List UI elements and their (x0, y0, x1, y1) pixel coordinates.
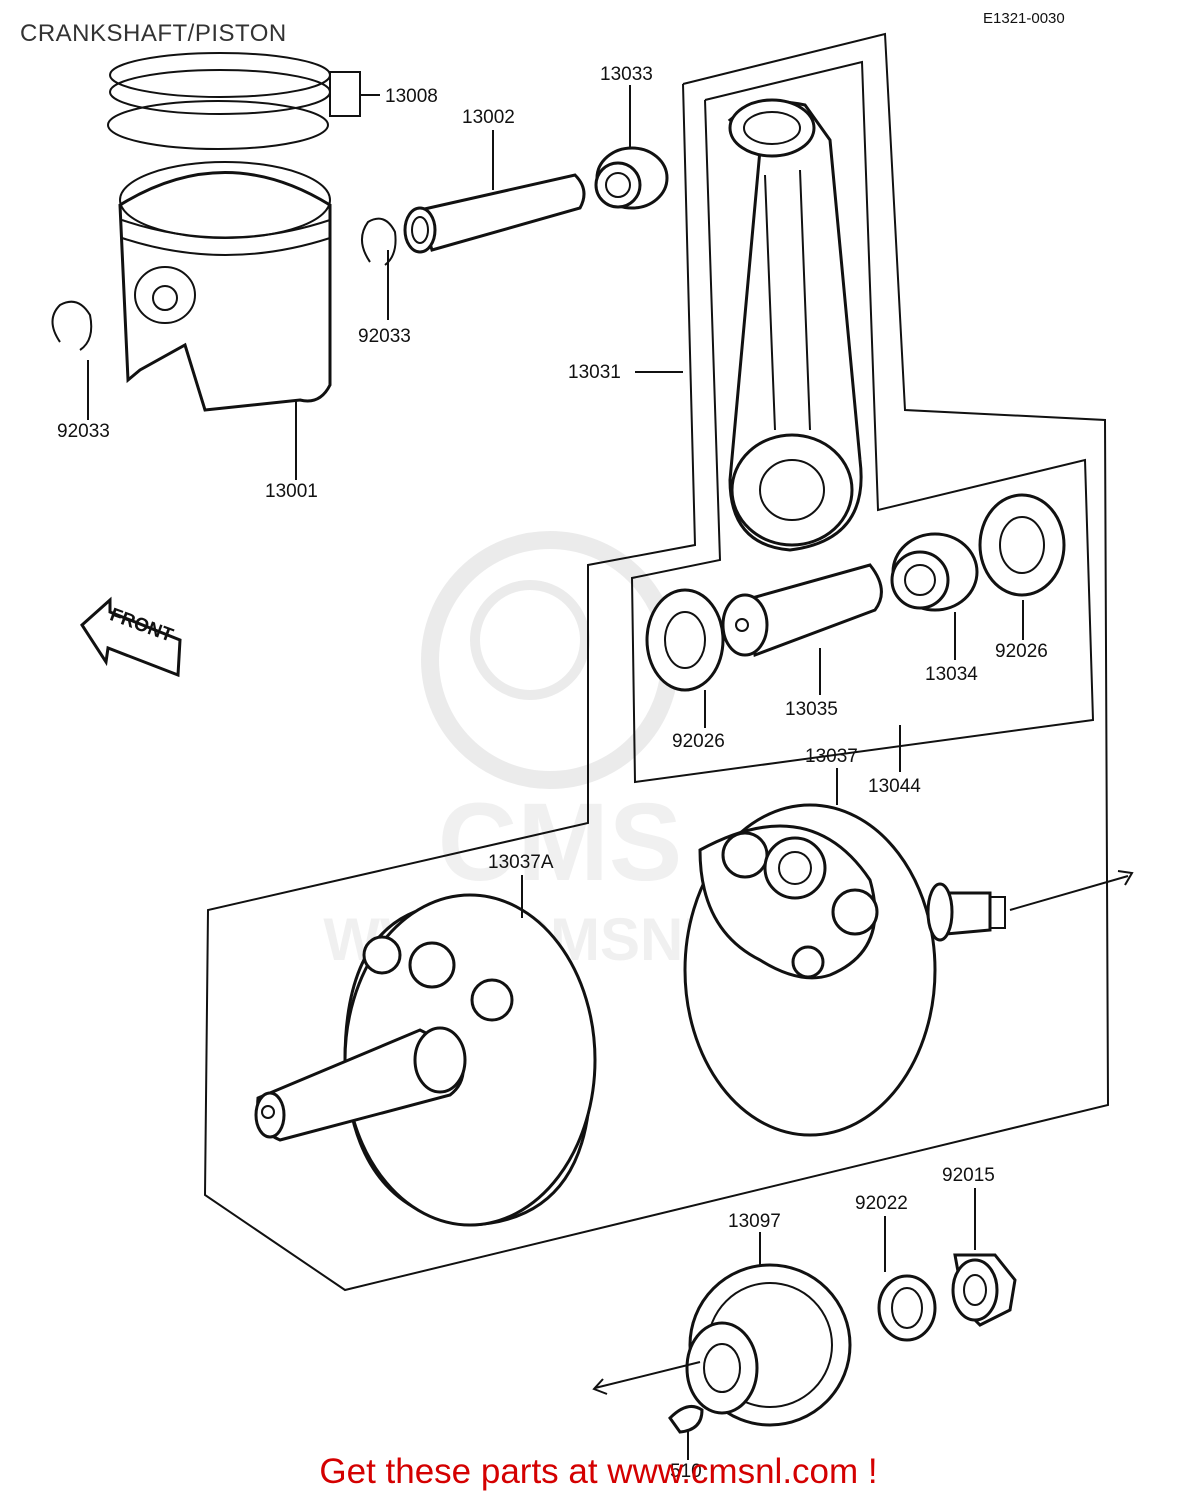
part-label: 13033 (600, 64, 653, 85)
conrod-kit-outline (630, 60, 1095, 784)
thrust-washer-right (978, 493, 1066, 597)
lock-washer (877, 1274, 937, 1342)
part-label: 13034 (925, 664, 978, 685)
woodruff-key (668, 1404, 704, 1434)
circlip-right (361, 217, 397, 266)
assembly-outline (203, 32, 1110, 1292)
part-label: 13031 (568, 362, 621, 383)
crankshaft-gear (685, 1263, 852, 1427)
diagram-code: E1321-0030 (983, 10, 1065, 27)
footer-link-text[interactable]: Get these parts at www.cmsnl.com ! (319, 1452, 878, 1491)
small-end-bearing (594, 146, 669, 210)
axis-arrow-upper (1117, 870, 1134, 886)
footer-link[interactable]: Get these parts at www.cmsnl.com ! (0, 1452, 1197, 1492)
part-label: 13008 (385, 86, 438, 107)
part-label: 13037 (805, 746, 858, 767)
thrust-washer-left (645, 588, 725, 692)
axis-line-upper (1009, 875, 1129, 911)
part-label: 92026 (995, 641, 1048, 662)
crankshaft-left-half (254, 893, 597, 1227)
part-label: 13097 (728, 1211, 781, 1232)
part-label: 13035 (785, 699, 838, 720)
page-title: CRANKSHAFT/PISTON (20, 20, 287, 47)
part-labels: 13008 13002 13033 92033 92033 13001 1303… (57, 64, 1048, 1482)
part-label: 13002 (462, 107, 515, 128)
watermark-brand: CMS (438, 781, 682, 904)
big-end-bearing (890, 532, 979, 612)
axis-arrow-lower (592, 1378, 608, 1395)
part-label: 92022 (855, 1193, 908, 1214)
crankshaft-right-half (683, 803, 1006, 1137)
part-label: 92033 (358, 326, 411, 347)
part-label: 92015 (942, 1165, 995, 1186)
part-label: 510 (670, 1461, 702, 1482)
crankshaft-nut (951, 1253, 1017, 1327)
crank-pin (721, 563, 883, 658)
front-direction-arrow: FRONT (80, 596, 182, 678)
part-label: 13044 (868, 776, 921, 797)
part-label: 92026 (672, 731, 725, 752)
circlip-left (51, 300, 93, 351)
part-label: 13001 (265, 481, 318, 502)
leader-lines (87, 85, 1024, 1460)
piston (118, 161, 332, 412)
piston-rings (107, 52, 361, 150)
axis-line-lower (594, 1361, 701, 1389)
part-label: 92033 (57, 421, 110, 442)
piston-pin (403, 173, 586, 254)
part-label: 13037A (488, 852, 554, 873)
connecting-rod (727, 98, 863, 552)
